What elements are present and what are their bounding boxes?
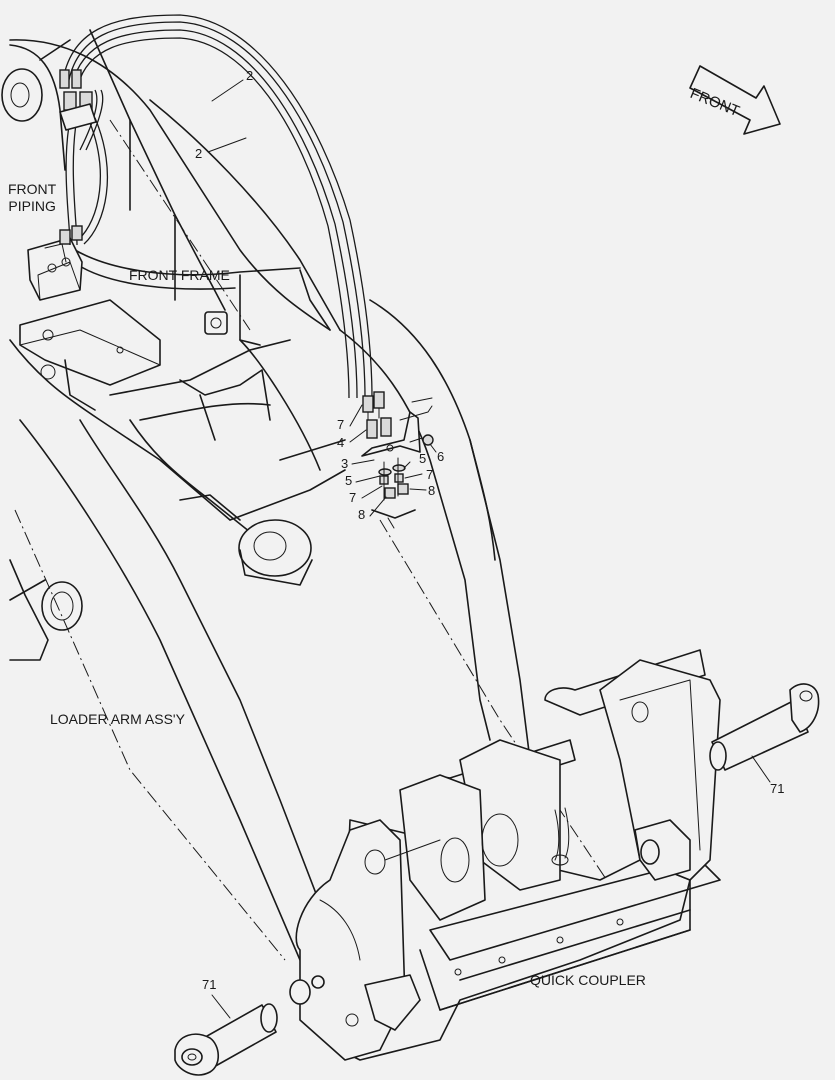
callout-2-upper: 2 xyxy=(246,68,254,83)
label-front-piping-line2: PIPING xyxy=(8,198,56,214)
label-front-piping: FRONT PIPING xyxy=(8,181,56,215)
quick-coupler xyxy=(289,649,721,1061)
hydraulic-hoses xyxy=(59,14,373,399)
pin-right xyxy=(709,683,820,771)
label-quick-coupler: QUICK COUPLER xyxy=(530,972,646,988)
loader-arm xyxy=(9,99,621,1001)
label-loader-arm: LOADER ARM ASS'Y xyxy=(50,711,185,727)
callout-8-left: 8 xyxy=(358,507,366,522)
front-frame xyxy=(1,29,346,586)
callout-2-lower: 2 xyxy=(195,146,203,161)
callout-7-left: 7 xyxy=(349,490,357,505)
callout-3: 3 xyxy=(341,456,349,471)
callout-7-top: 7 xyxy=(337,417,345,432)
callout-5-right: 5 xyxy=(419,451,427,466)
callout-6: 6 xyxy=(437,449,445,464)
callout-7-right: 7 xyxy=(426,467,434,482)
callout-71-right: 71 xyxy=(770,781,785,796)
label-front-frame: FRONT FRAME xyxy=(129,267,230,283)
fitting-assembly xyxy=(361,391,434,529)
callout-71-left: 71 xyxy=(202,977,217,992)
callout-8-right: 8 xyxy=(428,483,436,498)
callout-5-left: 5 xyxy=(345,473,353,488)
callout-4: 4 xyxy=(337,435,345,450)
leader-lines xyxy=(207,79,771,1019)
pin-left xyxy=(174,1003,278,1076)
front-arrow xyxy=(689,65,781,135)
label-front-piping-line1: FRONT xyxy=(8,181,57,197)
